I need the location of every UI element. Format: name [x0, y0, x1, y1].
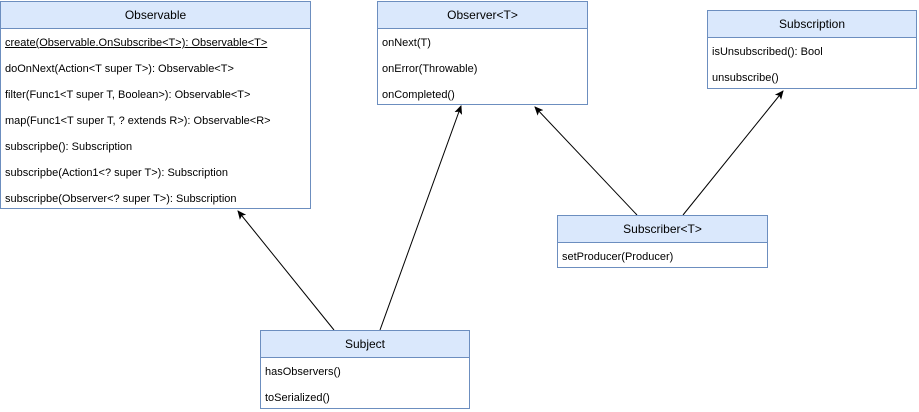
arrow-subscriber-to-observer — [534, 106, 638, 216]
class-title: Subject — [261, 331, 469, 358]
class-subscriber[interactable]: Subscriber<T> setProducer(Producer) — [557, 215, 768, 268]
method-to-serialized: toSerialized() — [265, 392, 330, 404]
method-subscribe-action: subscripbe(Action1<? super T>): Subscrip… — [5, 167, 228, 179]
method-do-on-next: doOnNext(Action<T super T>): Observable<… — [5, 63, 234, 75]
method-on-error: onError(Throwable) — [382, 63, 478, 75]
class-title: Observable — [1, 2, 310, 29]
arrow-subscriber-to-subscription — [682, 90, 784, 216]
method-set-producer: setProducer(Producer) — [562, 251, 674, 263]
class-subscription[interactable]: Subscription isUnsubscribed(): Bool unsu… — [707, 10, 917, 89]
method-on-next: onNext(T) — [382, 37, 431, 49]
method-subscribe: subscripbe(): Subscription — [5, 141, 133, 153]
class-title: Subscriber<T> — [558, 216, 767, 243]
method-create: create(Observable.OnSubscribe<T>): Obser… — [5, 37, 268, 49]
method-on-completed: onCompleted() — [382, 89, 455, 101]
method-has-observers: hasObservers() — [265, 366, 341, 378]
class-title: Observer<T> — [378, 2, 587, 29]
method-item: create(Observable.OnSubscribe<T>): Obser… — [1, 30, 310, 56]
method-is-unsubscribed: isUnsubscribed(): Bool — [712, 46, 823, 58]
class-observer[interactable]: Observer<T> onNext(T) onError(Throwable)… — [377, 1, 588, 105]
method-subscribe-observer: subscripbe(Observer<? super T>): Subscri… — [5, 193, 237, 205]
method-unsubscribe: unsubscribe() — [712, 72, 779, 84]
method-filter: filter(Func1<T super T, Boolean>): Obser… — [5, 89, 251, 101]
class-subject[interactable]: Subject hasObservers() toSerialized() — [260, 330, 470, 409]
method-map: map(Func1<T super T, ? extends R>): Obse… — [5, 115, 271, 127]
class-observable[interactable]: Observable create(Observable.OnSubscribe… — [0, 1, 311, 209]
arrow-subject-to-observer — [379, 105, 463, 331]
class-title: Subscription — [708, 11, 916, 38]
arrow-subject-to-observable — [237, 210, 335, 331]
